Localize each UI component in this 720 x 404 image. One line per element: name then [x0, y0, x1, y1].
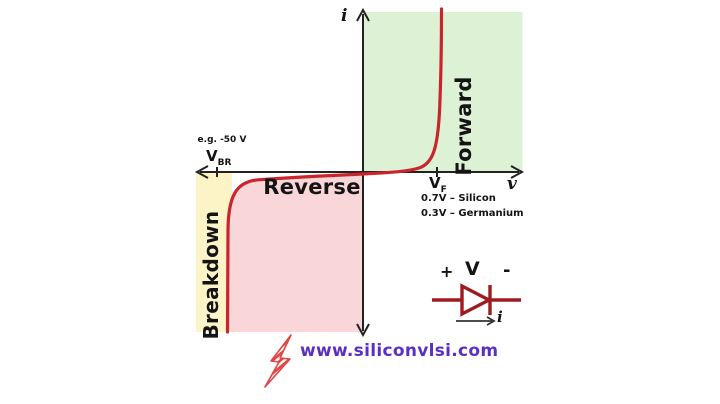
- diode-minus-sign: -: [503, 260, 511, 281]
- voltage-axis-label: v: [507, 174, 517, 194]
- diode-triangle: [460, 283, 493, 317]
- iv-curve: [225, 7, 444, 334]
- y-axis-down-arrow-icon: [356, 323, 370, 338]
- forward-region-fill: [363, 12, 523, 172]
- x-axis-left-arrow-icon: [194, 165, 209, 179]
- lightning-bolt-icon: [264, 334, 292, 388]
- website-watermark: www.siliconvlsi.com: [300, 341, 499, 361]
- reverse-region-label: Reverse: [263, 175, 361, 199]
- vbr-subscript: BR: [217, 158, 232, 168]
- vf-base: V: [429, 174, 441, 192]
- y-axis-up-arrow-icon: [356, 7, 370, 22]
- diode-symbol-icon: [432, 283, 521, 317]
- current-direction-arrow-icon: [456, 316, 496, 326]
- vbr-label: VBR: [206, 147, 231, 168]
- reverse-region-fill: [228, 174, 363, 332]
- diode-plus-sign: +: [440, 262, 454, 281]
- vbr-base: V: [206, 147, 218, 165]
- vf-note-silicon: 0.7V – Silicon: [421, 193, 496, 204]
- x-axis-right-arrow-icon: [510, 165, 525, 179]
- breakdown-region-fill: [196, 172, 232, 332]
- diode-current-label: i: [497, 308, 503, 326]
- vf-subscript: F: [440, 185, 447, 195]
- diode-voltage-label: V: [465, 258, 480, 280]
- vf-label: VF: [429, 174, 447, 195]
- current-axis-label: i: [341, 6, 348, 26]
- breakdown-voltage-example: e.g. -50 V: [197, 135, 247, 145]
- vf-note-germanium: 0.3V – Germanium: [421, 208, 524, 219]
- breakdown-region-label: Breakdown: [199, 210, 223, 340]
- forward-region-label: Forward: [452, 76, 476, 176]
